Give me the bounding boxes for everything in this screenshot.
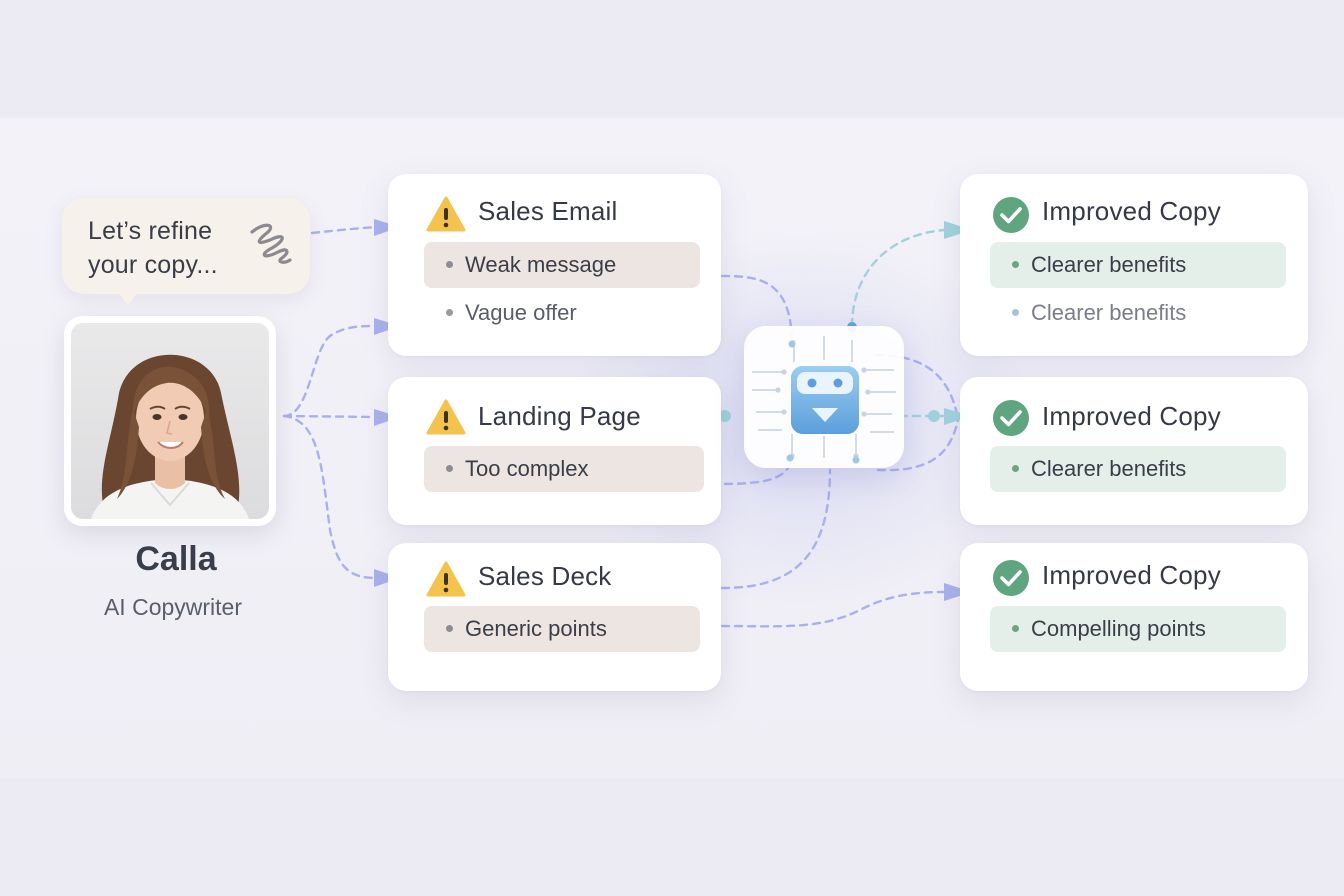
output-card-1[interactable]: Improved Copy Clearer benefits Clearer b… [960,174,1308,356]
issue-item: Generic points [424,606,700,652]
improved-item: Clearer benefits [990,446,1286,492]
improved-text: Compelling points [1031,616,1206,641]
improved-text: Clearer benefits [1031,252,1186,277]
speech-text: Let’s refine your copy... [88,214,238,282]
bullet-dot [1012,261,1019,268]
scribble-icon [246,220,294,266]
issue-item: Vague offer [424,293,577,333]
connector-avatar-to-deck [284,416,378,578]
bullet-dot [1012,465,1019,472]
improved-item: Compelling points [990,606,1286,652]
output-card-3[interactable]: Improved Copy Compelling points [960,543,1308,691]
output-card-title: Improved Copy [1042,401,1221,432]
persona-role: AI Copywriter [64,594,282,621]
robot-icon [744,326,904,468]
issue-text: Too complex [465,456,589,481]
speech-bubble: Let’s refine your copy... [62,198,310,294]
issue-item: Weak message [424,242,700,288]
output-card-title: Improved Copy [1042,196,1221,227]
connector-bubble-to-email [312,227,378,233]
output-card-2[interactable]: Improved Copy Clearer benefits [960,377,1308,525]
bullet-dot [1012,625,1019,632]
bullet-dot [446,309,453,316]
ai-hub [744,326,904,468]
input-card-sales-email[interactable]: Sales Email Weak message Vague offer [388,174,721,356]
improved-item: Clearer benefits [990,293,1186,333]
connector-deck-to-hub [722,470,830,588]
check-circle-icon [992,196,1030,234]
input-card-title: Sales Email [478,196,617,227]
issue-text: Generic points [465,616,607,641]
warning-icon [426,561,466,597]
improved-text: Clearer benefits [1031,300,1186,325]
input-card-sales-deck[interactable]: Sales Deck Generic points [388,543,721,691]
persona-name: Calla [64,540,288,579]
issue-item: Too complex [424,446,704,492]
check-circle-icon [992,399,1030,437]
bullet-dot [1012,309,1019,316]
connector-deck-to-out3 [722,592,944,626]
speech-bubble-tail [118,292,138,306]
warning-icon [426,196,466,232]
improved-text: Clearer benefits [1031,456,1186,481]
improved-item: Clearer benefits [990,242,1286,288]
check-circle-icon [992,559,1030,597]
bullet-dot [446,625,453,632]
connector-avatar-to-email [284,326,378,416]
avatar-portrait [71,323,269,519]
output-card-title: Improved Copy [1042,560,1221,591]
input-card-title: Sales Deck [478,561,612,592]
bullet-dot [446,465,453,472]
issue-text: Vague offer [465,300,577,325]
input-card-title: Landing Page [478,401,641,432]
connector-avatar-to-landing [284,416,378,417]
bullet-dot [446,261,453,268]
warning-icon [426,399,466,435]
input-card-landing-page[interactable]: Landing Page Too complex [388,377,721,525]
issue-text: Weak message [465,252,616,277]
connector-hub-to-out1 [852,230,944,326]
avatar [64,316,276,526]
